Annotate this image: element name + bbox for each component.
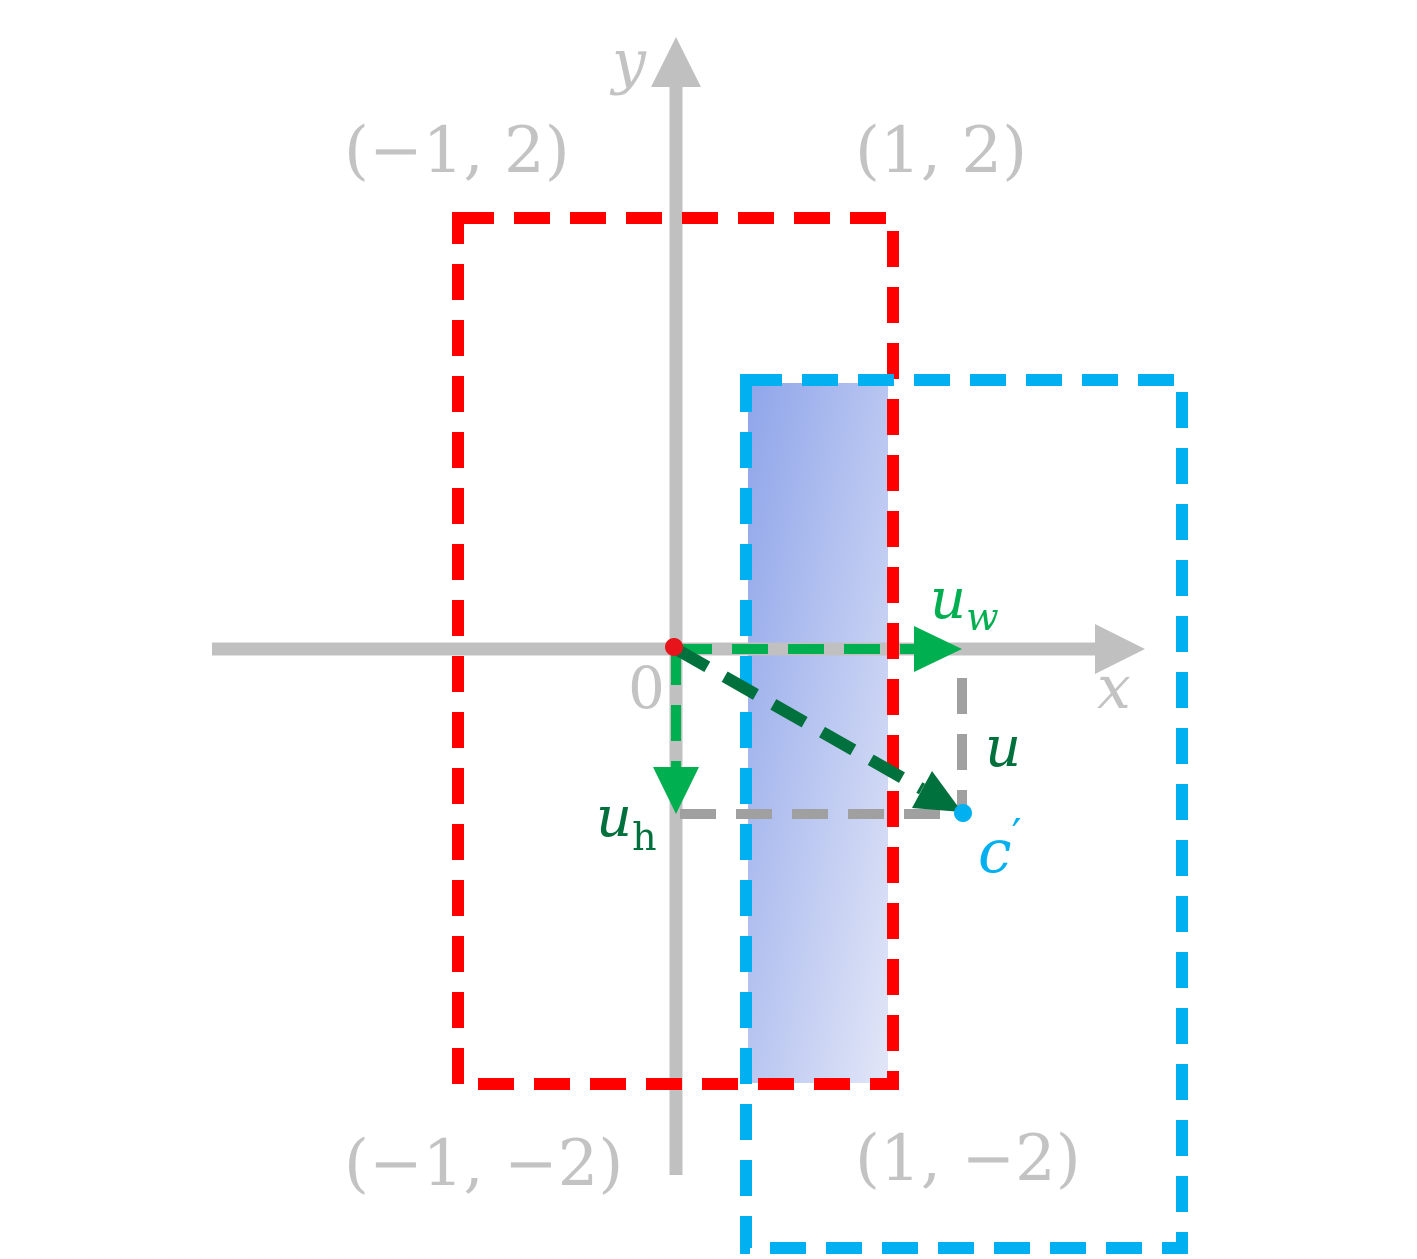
y-axis-label: y [609,27,647,97]
corner-label-bottom-left: (−1, −2) [344,1127,623,1201]
vector-u-w [676,626,962,672]
c-prime-label-base: c [978,817,1012,887]
u-h-arrowhead [653,767,699,814]
u-w-label-sub: w [966,595,999,639]
u-arrowhead [912,771,962,812]
axes [212,37,1145,1175]
u-h-label-base: u [596,785,632,850]
u-h-label-sub: h [632,815,656,859]
u-h-label: uh [596,785,657,859]
origin-label: 0 [628,654,665,722]
vector-u [673,643,962,812]
origin-point [665,638,683,656]
corner-label-top-left: (−1, 2) [344,114,570,188]
c-prime-label-prime: ′ [1012,810,1022,861]
y-axis-arrowhead [651,37,701,87]
c-prime-label: c′ [978,810,1022,887]
x-axis-arrowhead [1095,624,1145,674]
guide-lines [680,678,967,819]
corner-label-bottom-right: (1, −2) [855,1122,1081,1196]
blue-dashed-box [740,374,1188,1254]
vector-u-h [653,649,699,814]
c-prime-point [954,804,972,822]
u-label: u [985,715,1021,780]
u-w-arrowhead [914,626,962,672]
x-axis-label: x [1097,653,1131,723]
red-dashed-box [452,212,899,1090]
overlap-region [748,383,888,1083]
u-w-label-base: u [930,567,966,632]
corner-label-top-right: (1, 2) [855,114,1027,188]
u-w-label: uw [930,567,999,639]
